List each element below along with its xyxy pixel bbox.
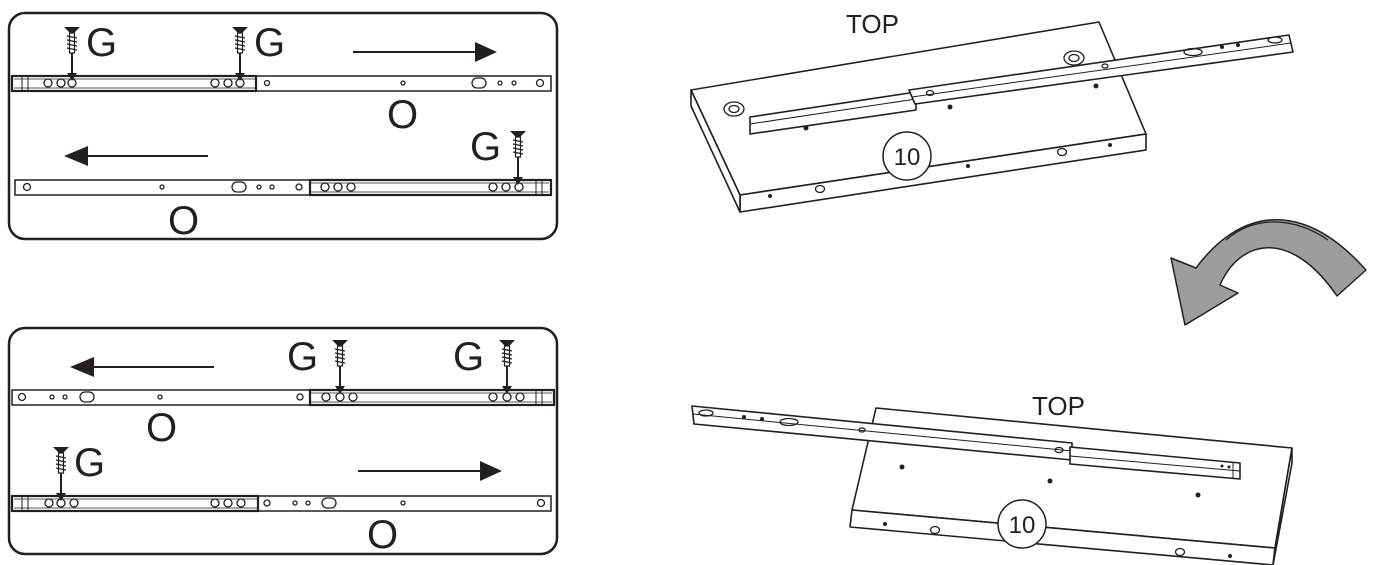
screw-label: G (74, 441, 105, 485)
arrow-left-icon (70, 357, 214, 377)
screw-label: G (453, 335, 484, 379)
rail-label: O (168, 199, 199, 243)
panel-1: G G O G (7, 11, 559, 243)
screw-icon (52, 446, 70, 502)
rail-label: O (387, 93, 418, 137)
part-number: 10 (894, 144, 921, 171)
panel-2: G G O G (7, 326, 559, 557)
screw-icon (509, 130, 527, 186)
screw-icon (331, 339, 349, 395)
screw-icon (231, 26, 249, 82)
rail-label: O (146, 406, 177, 450)
rail-2: G O (14, 125, 553, 243)
rail-1: G G O (10, 21, 552, 137)
arrow-left-icon (64, 146, 208, 166)
arrow-right-icon (358, 461, 502, 481)
rail-label: O (367, 513, 398, 557)
board-bottom (691, 405, 1293, 565)
screw-label: G (470, 125, 501, 169)
side-label: TOP (846, 9, 899, 39)
screw-label: G (287, 335, 318, 379)
board-top (690, 21, 1294, 213)
screw-label: G (86, 21, 117, 65)
rail-1: G G O (11, 335, 556, 450)
arrow-right-icon (353, 42, 497, 62)
slide-rail (691, 405, 1241, 480)
screw-label: G (254, 21, 285, 65)
side-label: TOP (1032, 391, 1085, 421)
part-number: 10 (1009, 512, 1036, 539)
screw-icon (63, 26, 81, 82)
rail-2: G O (10, 441, 552, 557)
screw-icon (498, 339, 516, 395)
flip-arrow-icon (1170, 219, 1367, 326)
slide-rail (749, 34, 1294, 135)
